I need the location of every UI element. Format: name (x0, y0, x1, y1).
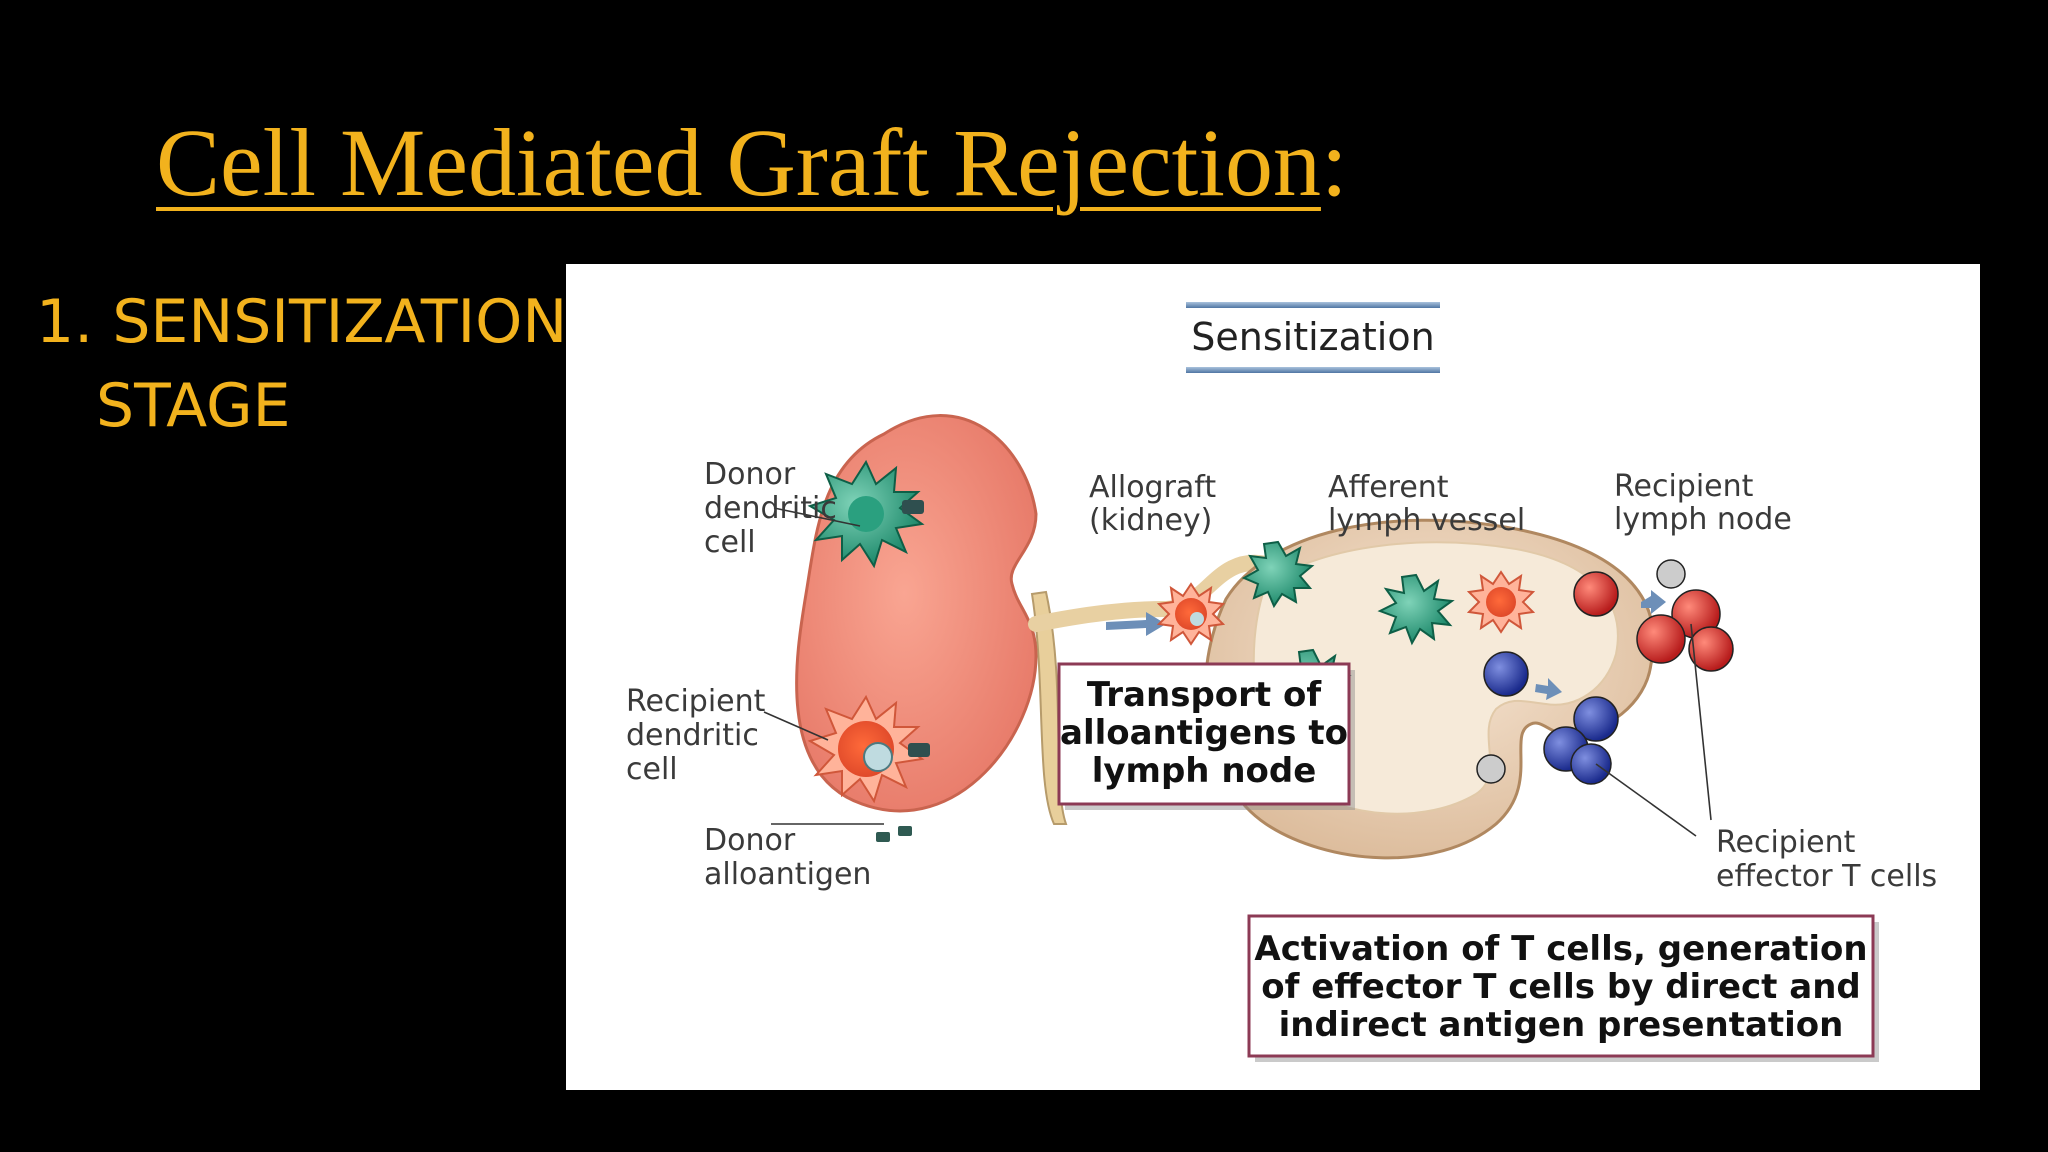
bullet-line-2: STAGE (96, 371, 291, 441)
svg-text:Recipient: Recipient (1716, 825, 1856, 860)
label-donor-dendritic-cell: Donor dendritic cell (704, 457, 837, 560)
slide-title-colon: : (1320, 109, 1348, 216)
slide-title-text: Cell Mediated Graft Rejection (156, 109, 1321, 216)
svg-text:Recipient: Recipient (626, 684, 766, 719)
label-recipient-dendritic-cell: Recipient dendritic cell (626, 684, 766, 787)
migrating-recipient-dc-icon (1156, 582, 1226, 646)
label-recipient-effector-t-cells: Recipient effector T cells (1716, 825, 1937, 894)
svg-text:cell: cell (704, 525, 756, 560)
label-pointer-lines (763, 507, 1712, 837)
slide-title: Cell Mediated Graft Rejection: (156, 110, 1348, 216)
node-donor-dc-icon (1377, 573, 1455, 646)
svg-text:Sensitization: Sensitization (1191, 315, 1434, 359)
svg-text:Recipient: Recipient (1614, 469, 1754, 504)
sensitization-diagram: Sensitization (626, 302, 1937, 1062)
svg-text:cell: cell (626, 752, 678, 787)
label-recipient-lymph-node: Recipient lymph node (1614, 469, 1792, 537)
label-donor-alloantigen: Donor alloantigen (704, 823, 871, 892)
svg-text:(kidney): (kidney) (1089, 503, 1212, 538)
svg-text:effector T cells: effector T cells (1716, 859, 1937, 894)
bullet-line-1: 1. SENSITIZATION (36, 287, 568, 357)
svg-text:lymph node: lymph node (1614, 502, 1792, 537)
svg-text:dendritic: dendritic (626, 718, 759, 753)
bullet-sensitization-stage: 1. SENSITIZATION STAGE (36, 280, 567, 448)
t-cell-icons (1476, 559, 1734, 785)
svg-text:Activation of T cells, generat: Activation of T cells, generation (1254, 929, 1867, 969)
donor-dendritic-cell-icon (807, 459, 925, 569)
sensitization-figure: Sensitization (566, 264, 1980, 1090)
donor-alloantigen-icon (876, 826, 912, 842)
label-afferent-lymph-vessel: Afferent lymph vessel (1328, 470, 1525, 538)
svg-text:Donor: Donor (704, 457, 796, 492)
svg-text:Allograft: Allograft (1089, 470, 1216, 505)
svg-text:Transport of: Transport of (1087, 675, 1323, 715)
svg-text:of effector T cells by direct: of effector T cells by direct and (1261, 967, 1861, 1007)
svg-text:lymph node: lymph node (1092, 751, 1317, 791)
svg-text:Afferent: Afferent (1328, 470, 1449, 505)
svg-text:dendritic: dendritic (704, 491, 837, 526)
box-activation-t-cells: Activation of T cells, generation of eff… (1247, 914, 1879, 1062)
svg-text:alloantigen: alloantigen (704, 857, 871, 892)
migrating-donor-dc-icon (1241, 540, 1315, 609)
svg-text:Donor: Donor (704, 823, 796, 858)
label-allograft: Allograft (kidney) (1089, 470, 1216, 538)
svg-text:alloantigens to: alloantigens to (1060, 713, 1348, 753)
node-flow-arrows (1535, 590, 1666, 700)
node-recipient-dc-icon (1466, 570, 1536, 634)
recipient-dendritic-cell-icon (807, 694, 930, 804)
svg-text:indirect antigen presentation: indirect antigen presentation (1279, 1005, 1844, 1045)
box-transport-alloantigens: Transport of alloantigens to lymph node (1057, 662, 1355, 810)
svg-text:lymph vessel: lymph vessel (1328, 503, 1525, 538)
heading-sensitization: Sensitization (1186, 302, 1440, 373)
